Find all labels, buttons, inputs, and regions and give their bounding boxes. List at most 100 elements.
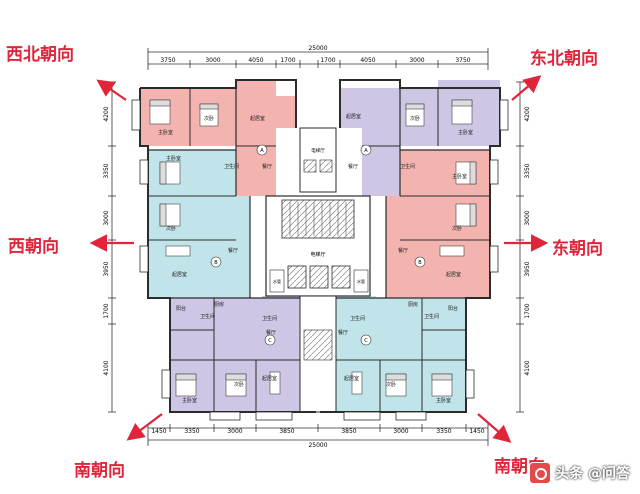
svg-text:起居室: 起居室 bbox=[446, 271, 461, 278]
svg-text:1450: 1450 bbox=[151, 428, 166, 435]
northwest-direction-label: 西北朝向 bbox=[6, 45, 74, 65]
svg-text:3850: 3850 bbox=[341, 428, 356, 435]
svg-text:4100: 4100 bbox=[103, 360, 110, 375]
svg-text:主卧室: 主卧室 bbox=[182, 397, 197, 404]
watermark-text: 头条 @问答 bbox=[555, 466, 630, 482]
svg-text:3950: 3950 bbox=[103, 261, 110, 276]
svg-text:厨房: 厨房 bbox=[214, 301, 224, 308]
svg-text:3000: 3000 bbox=[103, 210, 110, 225]
svg-text:B: B bbox=[418, 260, 422, 266]
svg-text:次卧: 次卧 bbox=[452, 225, 462, 232]
svg-text:3000: 3000 bbox=[227, 428, 242, 435]
svg-text:起居室: 起居室 bbox=[346, 113, 361, 120]
svg-text:C: C bbox=[268, 338, 272, 344]
svg-text:3000: 3000 bbox=[205, 57, 220, 64]
svg-text:起居室: 起居室 bbox=[262, 375, 277, 382]
svg-text:卫生间: 卫生间 bbox=[262, 315, 277, 322]
svg-text:1700: 1700 bbox=[524, 303, 531, 318]
svg-text:卫生间: 卫生间 bbox=[350, 315, 365, 322]
unit-b-east-zone bbox=[386, 150, 490, 298]
svg-text:起居室: 起居室 bbox=[250, 115, 265, 122]
northeast-direction-label: 东北朝向 bbox=[530, 49, 598, 69]
arrow-southeast bbox=[477, 413, 512, 443]
total-width-top: 25000 bbox=[308, 45, 327, 52]
svg-text:主卧室: 主卧室 bbox=[166, 155, 181, 162]
top-dimension: 25000 3750 3000 4050 1700 1700 4050 3000… bbox=[147, 45, 489, 70]
svg-text:次卧: 次卧 bbox=[204, 115, 214, 122]
svg-text:起居室: 起居室 bbox=[344, 375, 359, 382]
south-direction-label: 南朝向 bbox=[74, 461, 125, 481]
svg-text:3000: 3000 bbox=[393, 428, 408, 435]
room-labels: 主卧室 次卧 起居室 餐厅 卫生间 主卧室 次卧 起居室 餐厅 厨房 阳台 卫生… bbox=[158, 113, 473, 404]
arrow-southwest bbox=[126, 413, 163, 441]
svg-text:3350: 3350 bbox=[524, 163, 531, 178]
svg-text:卫生间: 卫生间 bbox=[224, 163, 239, 170]
svg-text:C: C bbox=[364, 338, 368, 344]
svg-text:卫生间: 卫生间 bbox=[200, 313, 215, 320]
elevator-shaft-1 bbox=[287, 265, 307, 289]
watermark: 头条 @问答 bbox=[529, 462, 630, 484]
svg-text:1700: 1700 bbox=[280, 57, 295, 64]
unit-a-west-zone bbox=[140, 80, 296, 196]
svg-text:主卧室: 主卧室 bbox=[452, 173, 467, 180]
svg-text:餐厅: 餐厅 bbox=[398, 247, 408, 254]
svg-text:1700: 1700 bbox=[103, 303, 110, 318]
svg-text:起居室: 起居室 bbox=[172, 271, 187, 278]
svg-text:A: A bbox=[260, 148, 264, 154]
total-width-bottom: 25000 bbox=[308, 442, 327, 449]
svg-text:3750: 3750 bbox=[455, 57, 470, 64]
svg-text:次卧: 次卧 bbox=[166, 225, 176, 232]
elevator-hall-label: 电梯厅 bbox=[310, 251, 325, 258]
svg-text:卫生间: 卫生间 bbox=[400, 163, 415, 170]
svg-text:4100: 4100 bbox=[524, 360, 531, 375]
direction-arrows bbox=[89, 75, 549, 443]
svg-text:3950: 3950 bbox=[524, 261, 531, 276]
svg-text:次卧: 次卧 bbox=[386, 381, 396, 388]
arrow-northeast bbox=[511, 75, 542, 101]
svg-text:阳台: 阳台 bbox=[448, 305, 458, 312]
water-pipe-label-east: 水管 bbox=[357, 278, 365, 284]
svg-text:3000: 3000 bbox=[409, 57, 424, 64]
svg-text:主卧室: 主卧室 bbox=[458, 129, 473, 136]
svg-text:3350: 3350 bbox=[436, 428, 451, 435]
svg-text:3350: 3350 bbox=[103, 163, 110, 178]
building-core: 电梯厅 水管 水管 电梯厅 bbox=[265, 127, 371, 413]
svg-text:3000: 3000 bbox=[524, 210, 531, 225]
elevator-shaft-3 bbox=[331, 265, 351, 289]
svg-text:主卧室: 主卧室 bbox=[158, 129, 173, 136]
balconies bbox=[131, 99, 509, 421]
east-direction-label: 东朝向 bbox=[552, 239, 603, 259]
svg-text:3850: 3850 bbox=[279, 428, 294, 435]
svg-text:次卧: 次卧 bbox=[234, 381, 244, 388]
svg-text:4200: 4200 bbox=[103, 106, 110, 121]
svg-text:餐厅: 餐厅 bbox=[262, 163, 272, 170]
unit-markers: A A B B C C bbox=[210, 144, 426, 346]
furniture bbox=[149, 99, 477, 397]
right-dimension: 4200 3350 3000 3950 1700 4100 bbox=[516, 81, 531, 413]
svg-text:4050: 4050 bbox=[248, 57, 263, 64]
stair-well bbox=[281, 199, 355, 239]
svg-text:次卧: 次卧 bbox=[410, 115, 420, 122]
svg-text:3350: 3350 bbox=[184, 428, 199, 435]
svg-text:4050: 4050 bbox=[360, 57, 375, 64]
svg-text:3750: 3750 bbox=[160, 57, 175, 64]
svg-text:餐厅: 餐厅 bbox=[338, 329, 348, 336]
bottom-dimension: 1450 3350 3000 3850 3850 3000 3350 1450 … bbox=[147, 424, 489, 449]
left-dimension: 4200 3350 3000 3950 1700 4100 bbox=[103, 81, 116, 413]
svg-text:B: B bbox=[214, 260, 218, 266]
svg-text:A: A bbox=[364, 148, 368, 154]
elevator-hall-top-label: 电梯厅 bbox=[311, 147, 325, 154]
water-pipe-label-west: 水管 bbox=[273, 278, 281, 284]
svg-text:餐厅: 餐厅 bbox=[266, 329, 276, 336]
svg-text:主卧室: 主卧室 bbox=[436, 397, 451, 404]
svg-text:卫生间: 卫生间 bbox=[424, 313, 439, 320]
unit-b-west-zone bbox=[148, 150, 250, 298]
svg-text:餐厅: 餐厅 bbox=[348, 163, 358, 170]
elevator-shaft-2 bbox=[309, 265, 329, 289]
svg-text:厨房: 厨房 bbox=[408, 301, 418, 308]
west-direction-label: 西朝向 bbox=[8, 237, 59, 257]
svg-text:餐厅: 餐厅 bbox=[228, 247, 238, 254]
svg-text:4200: 4200 bbox=[524, 106, 531, 121]
arrow-northwest bbox=[96, 79, 127, 101]
